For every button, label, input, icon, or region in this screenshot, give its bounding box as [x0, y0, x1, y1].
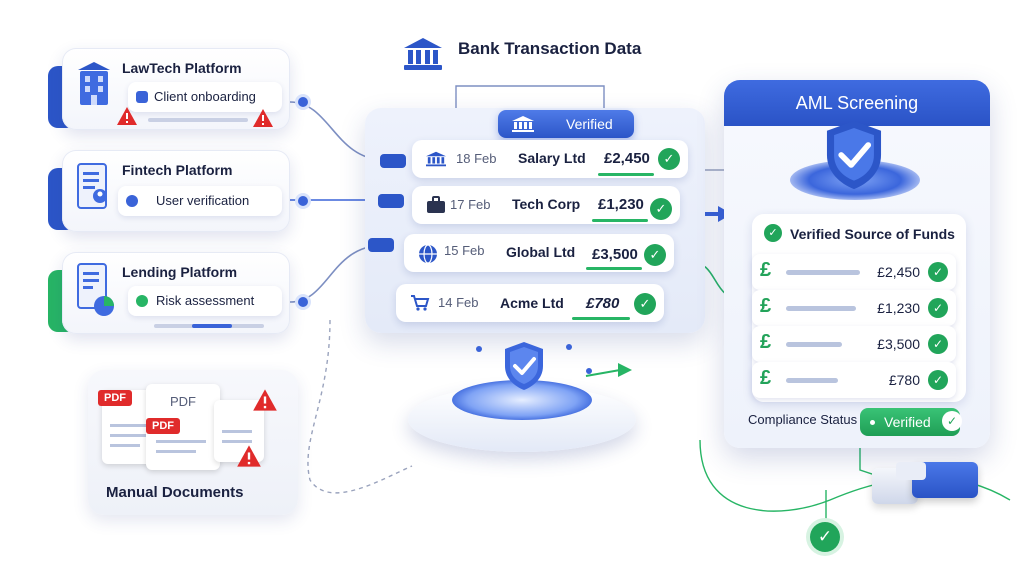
transaction-row[interactable]: 18 Feb Salary Ltd £2,450 ✓ [412, 140, 688, 178]
progress-bar-fill [192, 324, 232, 328]
globe-icon [418, 244, 438, 264]
fintech-platform-card[interactable]: Fintech Platform User verification [48, 150, 290, 232]
check-icon: ✓ [928, 262, 948, 282]
verified-source-title: Verified Source of Funds [790, 226, 955, 242]
connector-port [380, 154, 406, 168]
bank-header-icon [402, 36, 444, 72]
fund-row: £ £780 ✓ [752, 362, 956, 398]
warning-icon [116, 106, 138, 126]
pdf-badge: PDF [98, 390, 132, 406]
transaction-amount: £2,450 [604, 150, 650, 167]
check-icon: ✓ [644, 244, 666, 266]
transaction-amount: £1,230 [598, 196, 644, 213]
fund-amount: £3,500 [877, 336, 920, 352]
manual-documents-label: Manual Documents [106, 484, 244, 501]
verified-badge: Verified [498, 110, 634, 138]
platform-title: Fintech Platform [122, 162, 233, 178]
transaction-date: 17 Feb [450, 197, 491, 212]
transaction-row[interactable]: 15 Feb Global Ltd £3,500 ✓ [404, 234, 674, 272]
status-line [592, 219, 648, 222]
platform-title: LawTech Platform [122, 60, 242, 76]
transaction-name: Acme Ltd [500, 295, 564, 311]
transaction-amount: £780 [586, 295, 620, 312]
manual-documents-group[interactable]: PDF PDF PDF Manual Documents [88, 370, 298, 515]
user-verification-chip[interactable]: User verification [118, 186, 282, 216]
check-icon: ✓ [928, 370, 948, 390]
check-icon: ✓ [942, 411, 962, 431]
fund-amount: £1,230 [877, 300, 920, 316]
warning-icon [252, 108, 274, 128]
sparkle-dot [476, 346, 482, 352]
transaction-row[interactable]: 17 Feb Tech Corp £1,230 ✓ [412, 186, 680, 224]
platform-subtitle: User verification [156, 193, 250, 208]
risk-assessment-chip[interactable]: Risk assessment [128, 286, 282, 316]
server-block [896, 462, 926, 480]
platform-subtitle: Client onboarding [154, 89, 256, 104]
transaction-date: 14 Feb [438, 295, 479, 310]
pound-icon: £ [760, 259, 772, 281]
platform-subtitle: Risk assessment [156, 293, 255, 308]
compliance-verified-badge[interactable]: Verified ✓ [860, 408, 962, 436]
compliance-status-label: Compliance Status [748, 412, 858, 427]
compliance-value: Verified [884, 414, 931, 430]
document-user-icon [76, 162, 110, 212]
lending-platform-card[interactable]: Lending Platform Risk assessment [48, 252, 290, 334]
status-line [586, 267, 642, 270]
report-chart-icon [76, 262, 116, 318]
status-line [598, 173, 654, 176]
verified-label: Verified [566, 116, 613, 132]
transaction-name: Tech Corp [512, 196, 581, 212]
pdf-label: PDF [170, 394, 196, 409]
pound-icon: £ [760, 295, 772, 317]
transaction-name: Global Ltd [506, 244, 576, 260]
lawtech-platform-card[interactable]: LawTech Platform Client onboarding [48, 48, 290, 130]
connector-node [298, 196, 308, 206]
shield-check-icon [822, 118, 886, 192]
folder-icon [136, 91, 148, 103]
transaction-row[interactable]: 14 Feb Acme Ltd £780 ✓ [396, 284, 664, 322]
transaction-amount: £3,500 [592, 246, 638, 263]
shield-check-icon [502, 340, 546, 392]
progress-bar [148, 118, 248, 122]
page-title: Bank Transaction Data [458, 39, 642, 58]
fund-row: £ £1,230 ✓ [752, 290, 956, 326]
check-icon: ✓ [650, 198, 672, 220]
connector-port [378, 194, 404, 208]
status-line [572, 317, 630, 320]
transaction-name: Salary Ltd [518, 150, 586, 166]
pie-chart-icon [136, 295, 148, 307]
platform-title: Lending Platform [122, 264, 238, 280]
connector-node [298, 297, 308, 307]
connector-port [368, 238, 394, 252]
user-icon [126, 195, 138, 207]
building-icon [76, 60, 112, 108]
warning-icon [236, 444, 262, 468]
fund-amount: £2,450 [877, 264, 920, 280]
check-icon: ✓ [764, 224, 782, 242]
aml-title: AML Screening [724, 80, 990, 126]
check-icon: ✓ [658, 148, 680, 170]
sparkle-dot [586, 368, 592, 374]
warning-icon [252, 388, 278, 412]
fund-row: £ £3,500 ✓ [752, 326, 956, 362]
check-icon: ✓ [928, 298, 948, 318]
client-onboarding-chip[interactable]: Client onboarding [128, 82, 282, 112]
transaction-date: 18 Feb [456, 151, 497, 166]
sparkle-dot [566, 344, 572, 350]
cart-icon [410, 294, 430, 312]
pound-icon: £ [760, 331, 772, 353]
connector-node [298, 97, 308, 107]
fund-amount: £780 [888, 372, 920, 388]
transaction-date: 15 Feb [444, 243, 485, 258]
check-icon: ✓ [810, 522, 840, 552]
pound-icon: £ [760, 367, 772, 389]
pdf-badge: PDF [146, 418, 180, 434]
fund-row: £ £2,450 ✓ [752, 254, 956, 290]
bank-icon [426, 150, 446, 168]
bank-icon [512, 116, 534, 132]
check-icon: ✓ [928, 334, 948, 354]
check-icon: ✓ [634, 293, 656, 315]
briefcase-icon [426, 196, 446, 214]
